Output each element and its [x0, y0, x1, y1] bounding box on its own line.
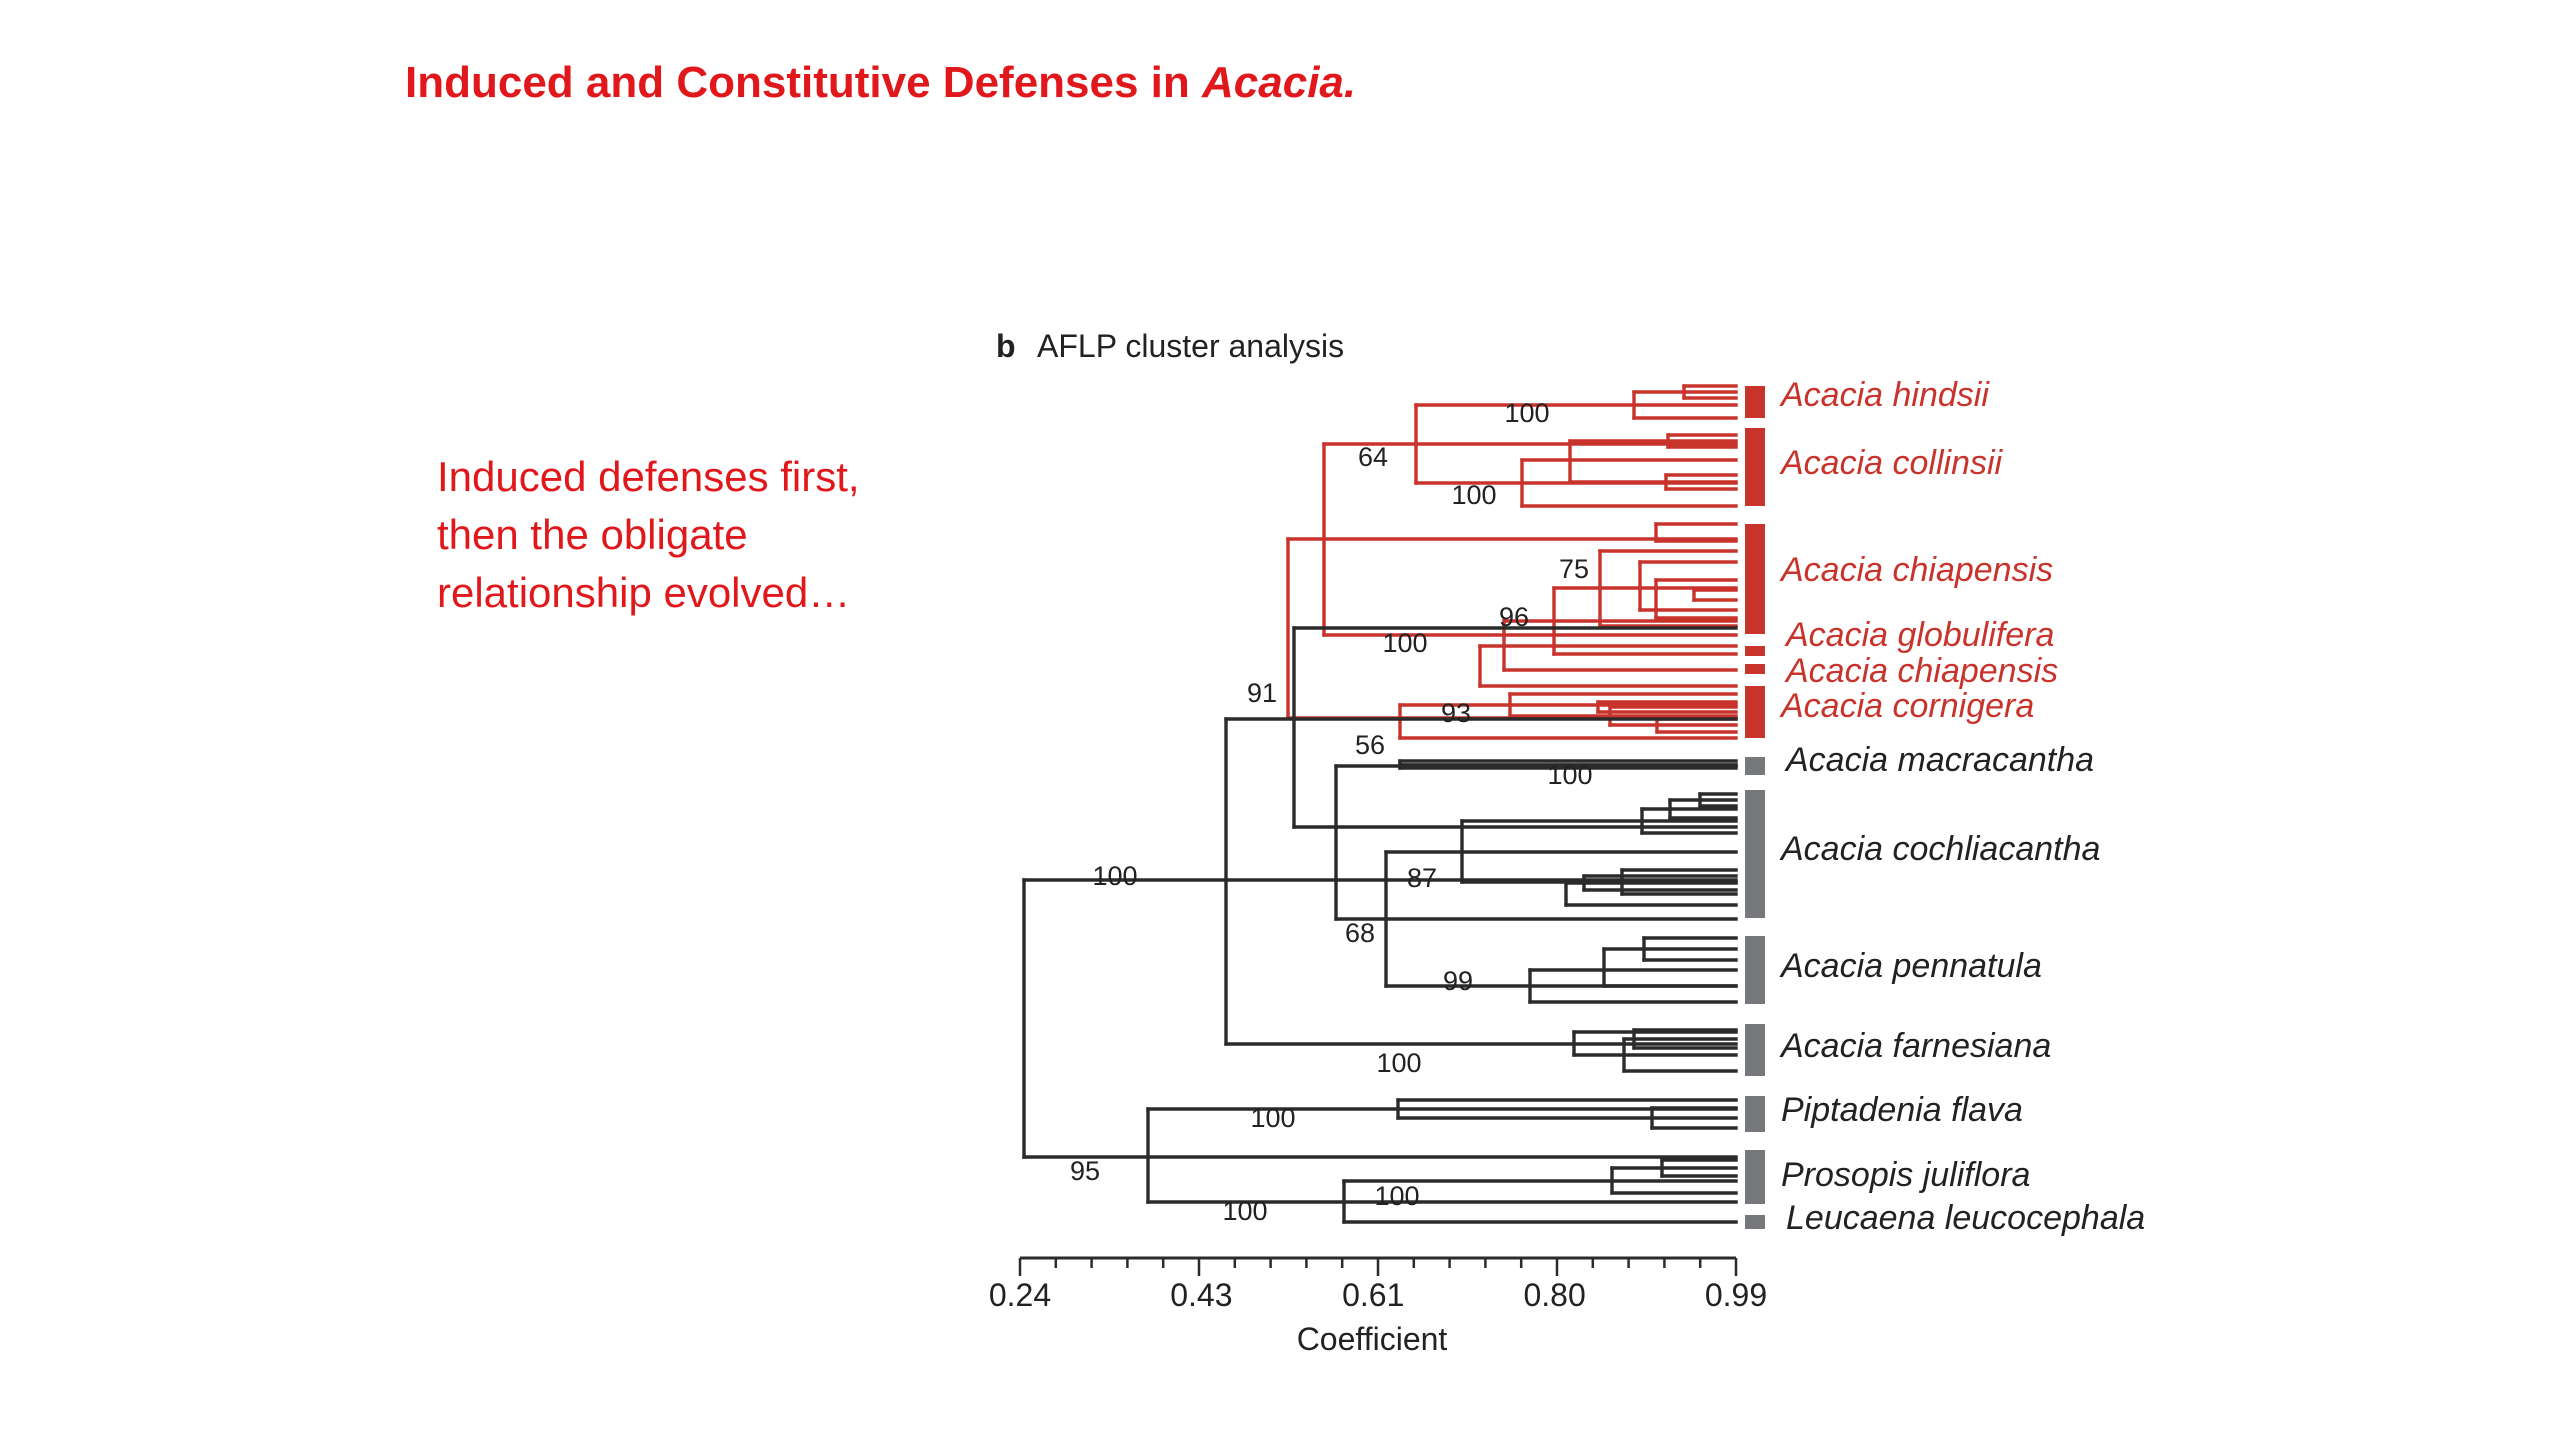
taxon-label: Acacia pennatula	[1779, 947, 2042, 985]
bootstrap-value: 100	[1451, 480, 1496, 510]
slide-title-genus: Acacia.	[1202, 58, 1357, 107]
taxon-bar	[1745, 1024, 1765, 1076]
taxon-label: Acacia cochliacantha	[1779, 830, 2100, 868]
taxon-bar	[1745, 428, 1765, 506]
taxon-label: Acacia cornigera	[1779, 687, 2034, 725]
bootstrap-value: 68	[1345, 918, 1375, 948]
bootstrap-value: 96	[1499, 602, 1529, 632]
x-tick-label: 0.24	[989, 1277, 1051, 1313]
taxon-bar	[1745, 757, 1765, 775]
bootstrap-value: 56	[1355, 730, 1385, 760]
taxon-bar	[1745, 790, 1765, 918]
annotation-text: Induced defenses first, then the obligat…	[437, 448, 860, 622]
tree-branches	[1022, 384, 1738, 1224]
taxon-bar	[1745, 1215, 1765, 1229]
bootstrap-value: 93	[1441, 698, 1471, 728]
taxon-label: Acacia globulifera	[1784, 616, 2054, 654]
taxon-label: Acacia farnesiana	[1779, 1027, 2051, 1065]
bootstrap-labels: 100 64 100 75 96 100 91 93 56 100 87 68 99 100 100 100 9…	[1070, 398, 1593, 1226]
bootstrap-value: 100	[1376, 1048, 1421, 1078]
slide-title-text: Induced and Constitutive Defenses in	[405, 58, 1203, 107]
bootstrap-value: 75	[1559, 554, 1589, 584]
annotation-line-3: relationship evolved…	[437, 569, 851, 616]
x-tick-label: 0.43	[1170, 1277, 1232, 1313]
bootstrap-value: 87	[1407, 863, 1437, 893]
taxon-label: Piptadenia flava	[1781, 1091, 2023, 1129]
bootstrap-value: 100	[1374, 1181, 1419, 1211]
taxon-label: Acacia collinsii	[1779, 444, 2004, 482]
x-tick-label: 0.99	[1705, 1277, 1767, 1313]
taxon-label: Acacia chiapensis	[1779, 551, 2053, 589]
x-axis-label: Coefficient	[1297, 1321, 1448, 1357]
bootstrap-value: 95	[1070, 1156, 1100, 1186]
bootstrap-value: 100	[1504, 398, 1549, 428]
taxon-label: Leucaena leucocephala	[1786, 1199, 2145, 1237]
taxon-bar	[1745, 664, 1765, 674]
bootstrap-value: 100	[1250, 1103, 1295, 1133]
taxon-label: Prosopis juliflora	[1781, 1156, 2030, 1194]
taxon-bar	[1745, 386, 1765, 418]
bootstrap-value: 100	[1382, 628, 1427, 658]
bootstrap-value: 99	[1443, 966, 1473, 996]
x-axis: 0.24 0.43 0.61 0.80 0.99	[989, 1256, 1767, 1313]
taxon-label: Acacia chiapensis	[1784, 652, 2058, 690]
bootstrap-value: 100	[1547, 760, 1592, 790]
slide-title: Induced and Constitutive Defenses in Aca…	[405, 58, 1356, 108]
taxon-bar	[1745, 686, 1765, 738]
panel-title: AFLP cluster analysis	[1037, 328, 1344, 364]
taxon-bar	[1745, 1150, 1765, 1204]
taxon-bar	[1745, 646, 1765, 656]
taxon-label: Acacia hindsii	[1779, 376, 1990, 414]
bootstrap-value: 100	[1222, 1196, 1267, 1226]
taxon-bar	[1745, 524, 1765, 634]
annotation-line-1: Induced defenses first,	[437, 453, 860, 500]
taxon-bar	[1745, 1096, 1765, 1132]
panel-letter: b	[996, 328, 1016, 364]
bootstrap-value: 100	[1092, 861, 1137, 891]
x-tick-label: 0.80	[1523, 1277, 1585, 1313]
taxon-label: Acacia macracantha	[1784, 741, 2094, 779]
annotation-line-2: then the obligate	[437, 511, 748, 558]
taxon-bars	[1745, 386, 1765, 1229]
bootstrap-value: 64	[1358, 442, 1388, 472]
bootstrap-value: 91	[1247, 678, 1277, 708]
x-tick-label: 0.61	[1342, 1277, 1404, 1313]
taxon-bar	[1745, 936, 1765, 1004]
